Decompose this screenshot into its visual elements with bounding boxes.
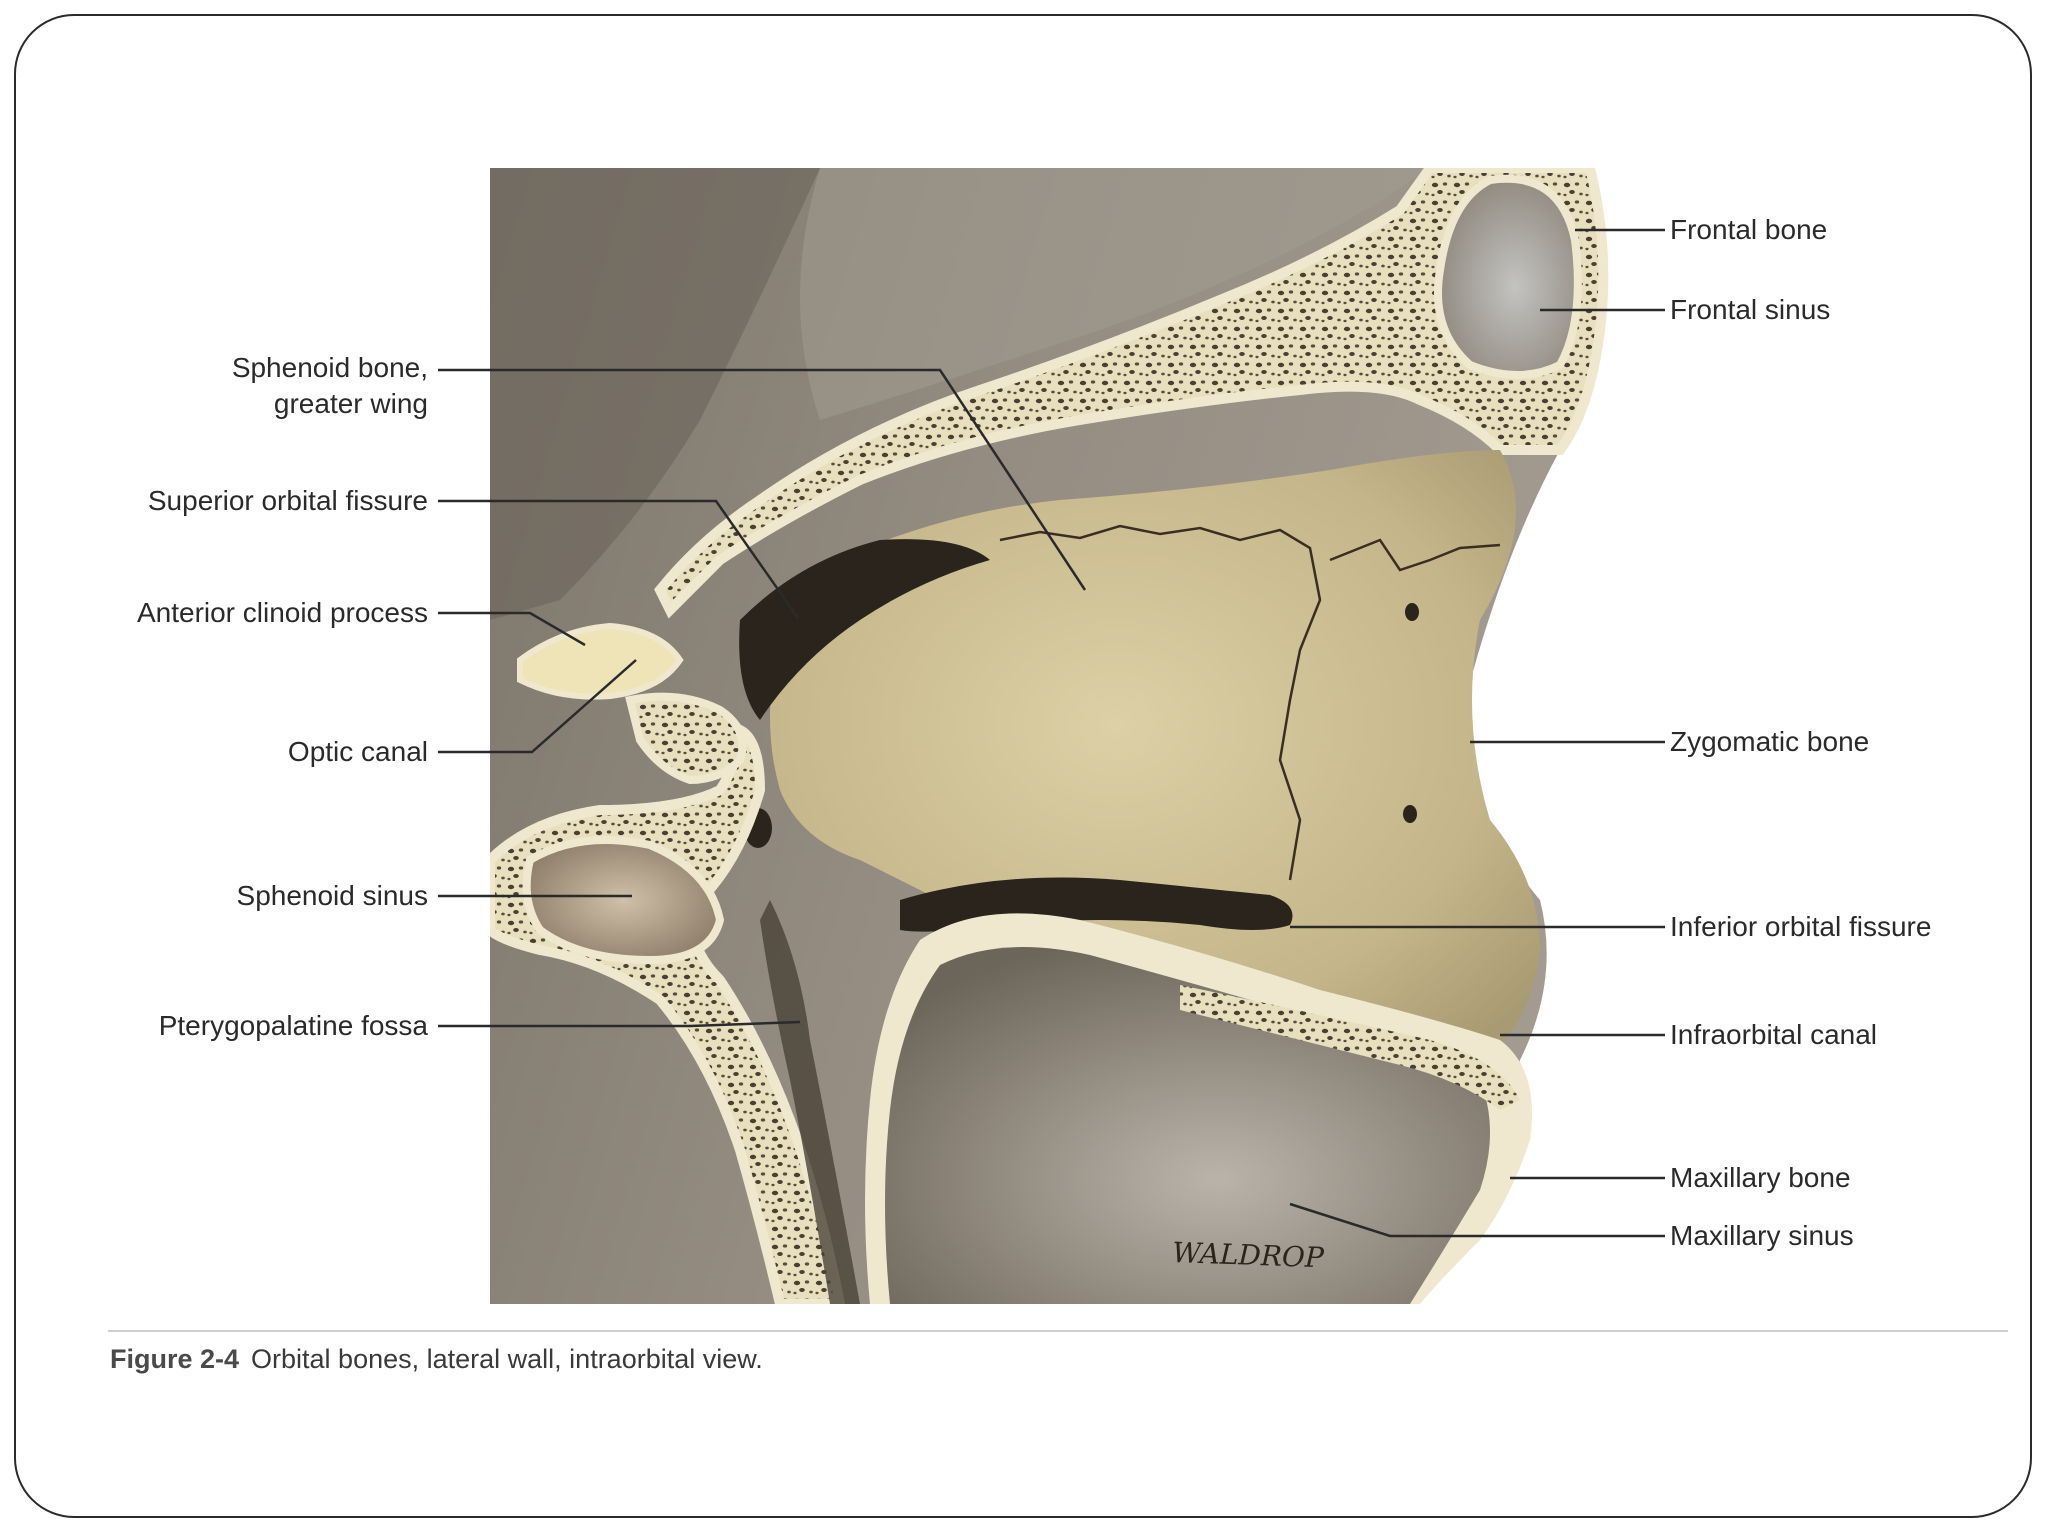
leader-anterior-clinoid-process	[438, 611, 586, 647]
anterior-clinoid-process-shape	[517, 622, 684, 700]
label-anterior-clinoid-process: Anterior clinoid process	[136, 597, 428, 628]
leader-superior-orbital-fissure	[438, 499, 800, 619]
figure-caption-text: Orbital bones, lateral wall, intraorbita…	[251, 1344, 763, 1374]
leader-pterygopalatine-fossa	[438, 1020, 801, 1028]
superior-orbital-fissure-shape	[739, 539, 990, 720]
caption-divider	[108, 1330, 2008, 1332]
upper-light	[800, 168, 1430, 420]
figure-caption: Figure 2-4 Orbital bones, lateral wall, i…	[110, 1344, 763, 1375]
infraorbital-canal-band	[1180, 985, 1520, 1110]
label-frontal-sinus: Frontal sinus	[1670, 294, 1831, 325]
label-inferior-orbital-fissure: Inferior orbital fissure	[1670, 911, 1932, 942]
optic-strut-shape	[625, 692, 747, 785]
label-optic-canal: Optic canal	[287, 736, 428, 767]
leader-maxillary-sinus	[1289, 1202, 1665, 1238]
artist-signature: WALDROP	[1172, 1236, 1326, 1274]
sphenoid-sinus-shape	[522, 836, 725, 965]
upper-shadow	[490, 168, 820, 620]
leader-lines-left	[438, 368, 1087, 1028]
label-maxillary-sinus: Maxillary sinus	[1670, 1220, 1854, 1251]
label-infraorbital-canal: Infraorbital canal	[1670, 1019, 1878, 1050]
zygomatic-foramen-upper	[1405, 603, 1419, 621]
label-maxillary-bone: Maxillary bone	[1670, 1162, 1851, 1193]
label-sphenoid-sinus: Sphenoid sinus	[236, 880, 428, 911]
label-sphenoid-bone-line2: greater wing	[273, 388, 428, 419]
figure-number: Figure 2-4	[110, 1344, 240, 1374]
pterygopalatine-fossa-shape	[760, 900, 860, 1304]
label-superior-orbital-fissure: Superior orbital fissure	[147, 485, 428, 516]
zygomatic-foramen-lower	[1403, 805, 1417, 823]
label-zygomatic-bone: Zygomatic bone	[1670, 726, 1870, 757]
leader-optic-canal	[438, 659, 637, 754]
label-pterygopalatine-fossa: Pterygopalatine fossa	[158, 1010, 428, 1041]
label-sphenoid-bone-line1: Sphenoid bone,	[231, 352, 428, 383]
frontozygomatic-suture	[1329, 538, 1501, 572]
frontal-sinus-shape	[1434, 174, 1582, 379]
label-sphenoid-bone-greater-wing: Sphenoid bone, greater wing	[232, 350, 428, 422]
leader-lines-right	[1289, 228, 1665, 1238]
sphenozygomatic-suture	[999, 524, 1322, 881]
leader-sphenoid-greater-wing	[438, 368, 1087, 591]
illustration-group	[490, 168, 1610, 1304]
label-frontal-bone: Frontal bone	[1670, 214, 1828, 245]
frontal-bone-shape	[654, 168, 1609, 619]
